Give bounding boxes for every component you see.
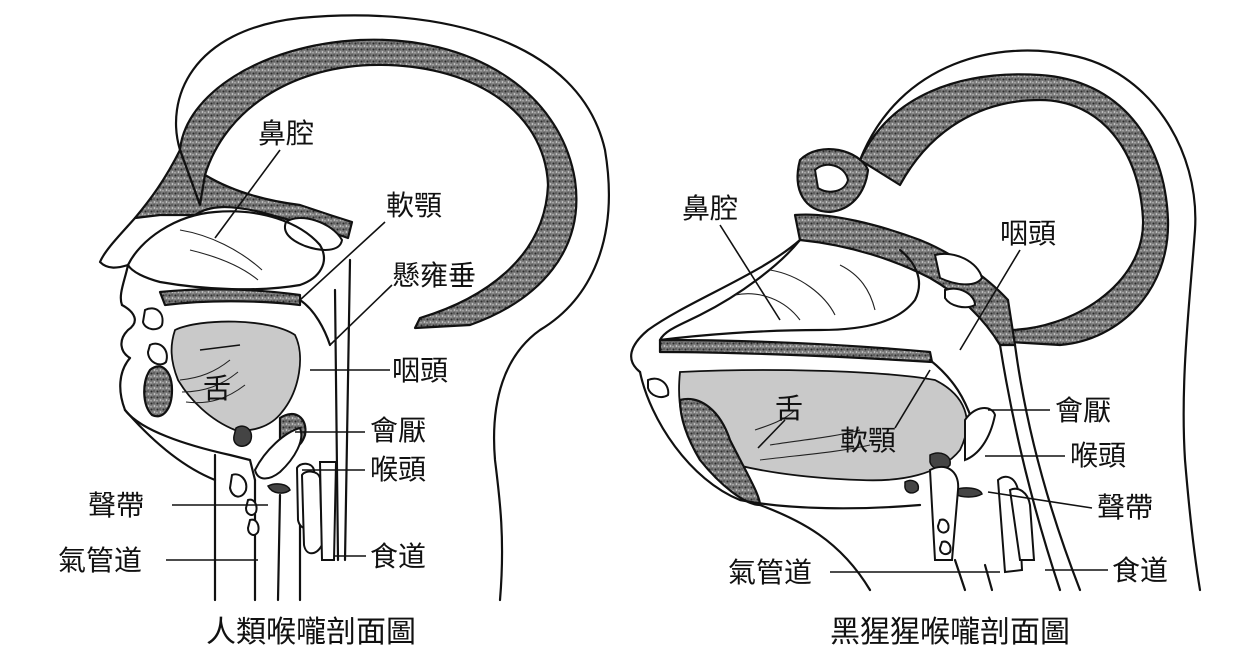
human-label-vocal-cords: 聲帶 <box>88 489 144 522</box>
human-jaw <box>143 365 174 418</box>
human-label-epiglottis: 會厭 <box>370 414 426 447</box>
chimpanzee-head-diagram: 鼻腔 咽頭 舌 軟顎 會厭 喉頭 聲帶 氣管道 食道 黑猩猩喉嚨剖面圖 <box>630 49 1202 650</box>
human-caption: 人類喉嚨剖面圖 <box>206 615 416 650</box>
chimp-label-larynx: 喉頭 <box>1070 439 1126 472</box>
human-label-tongue: 舌 <box>203 372 231 405</box>
human-sinus <box>284 217 344 251</box>
human-label-esophagus: 食道 <box>370 540 426 573</box>
chimp-label-esophagus: 食道 <box>1112 554 1168 587</box>
chimp-larynx <box>928 465 960 561</box>
chimp-head-outline <box>858 49 1202 592</box>
chimp-pharynx-wall <box>998 343 1062 592</box>
chimp-caption: 黑猩猩喉嚨剖面圖 <box>830 615 1070 650</box>
human-lips <box>119 303 257 482</box>
human-head-outline <box>174 14 610 602</box>
chimp-label-soft-palate: 軟顎 <box>840 424 896 457</box>
human-label-soft-palate: 軟顎 <box>386 189 442 222</box>
human-label-larynx: 喉頭 <box>370 453 426 486</box>
human-label-trachea: 氣管道 <box>58 544 142 577</box>
chimp-snout-outline <box>630 238 802 374</box>
human-skull <box>178 38 578 330</box>
chimp-skull <box>858 73 1170 347</box>
chimp-epiglottis <box>964 407 997 462</box>
chimp-label-pharynx: 咽頭 <box>1000 217 1056 250</box>
human-nasal-cavity-outline <box>126 210 326 291</box>
chimp-leader-lines <box>719 224 1108 573</box>
human-facial-bone <box>133 148 354 240</box>
chimp-nasal-cavity-outline <box>658 238 921 342</box>
human-label-nasal-cavity: 鼻腔 <box>258 117 314 150</box>
chimp-label-epiglottis: 會厭 <box>1055 394 1111 427</box>
human-larynx <box>253 426 303 480</box>
human-nose-outline <box>98 216 137 307</box>
chimp-hard-palate <box>658 338 934 364</box>
chimp-label-trachea: 氣管道 <box>728 556 812 589</box>
chimp-facial-bone <box>793 213 1017 347</box>
human-label-pharynx: 咽頭 <box>392 354 448 387</box>
human-leader-lines <box>166 149 393 561</box>
human-tongue <box>170 320 301 432</box>
chimp-label-tongue: 舌 <box>775 392 803 425</box>
chimp-label-vocal-cords: 聲帶 <box>1097 491 1153 524</box>
human-label-uvula: 懸雍垂 <box>392 259 476 292</box>
human-head-diagram: 鼻腔 軟顎 懸雍垂 咽頭 舌 會厭 喉頭 聲帶 氣管道 食道 人類喉嚨剖面圖 <box>58 14 610 650</box>
human-pharynx-wall <box>333 288 340 562</box>
human-hard-palate <box>158 288 302 307</box>
chimp-label-nasal-cavity: 鼻腔 <box>682 192 738 225</box>
